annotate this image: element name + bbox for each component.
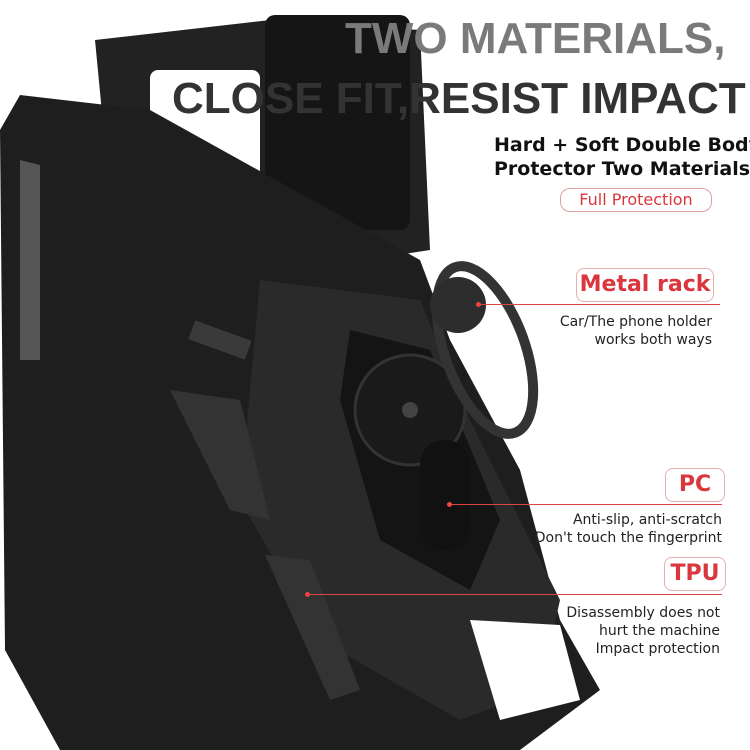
desc-line: Anti-slip, anti-scratch xyxy=(572,512,722,528)
headline-line1: TWO MATERIALS, xyxy=(345,14,726,63)
desc-line: Disassembly does not xyxy=(566,605,720,621)
feature-desc-metal-rack: Car/The phone holder works both ways xyxy=(560,313,712,349)
feature-label-tpu: TPU xyxy=(664,557,726,591)
callout-dot xyxy=(476,302,481,307)
desc-line: hurt the machine xyxy=(598,623,720,639)
callout-line xyxy=(450,504,722,505)
desc-line: Don't touch the fingerprint xyxy=(534,530,722,546)
feature-label-pc: PC xyxy=(665,468,725,502)
feature-label-metal-rack: Metal rack xyxy=(576,268,714,302)
desc-line: Car/The phone holder xyxy=(559,314,712,330)
feature-desc-pc: Anti-slip, anti-scratch Don't touch the … xyxy=(535,511,722,547)
desc-line: works both ways xyxy=(594,332,713,348)
full-protection-badge: Full Protection xyxy=(560,188,712,212)
callout-line xyxy=(308,594,722,595)
headline-line2: CLOSE FIT,RESIST IMPACT xyxy=(172,74,746,123)
callout-dot xyxy=(305,592,310,597)
subheading-line2: Protector Two Materials xyxy=(494,158,750,180)
subheading-line1: Hard + Soft Double Body xyxy=(494,134,750,156)
desc-line: Impact protection xyxy=(595,641,720,657)
feature-desc-tpu: Disassembly does not hurt the machine Im… xyxy=(566,604,720,658)
callout-dot xyxy=(447,502,452,507)
callout-line xyxy=(480,304,720,305)
